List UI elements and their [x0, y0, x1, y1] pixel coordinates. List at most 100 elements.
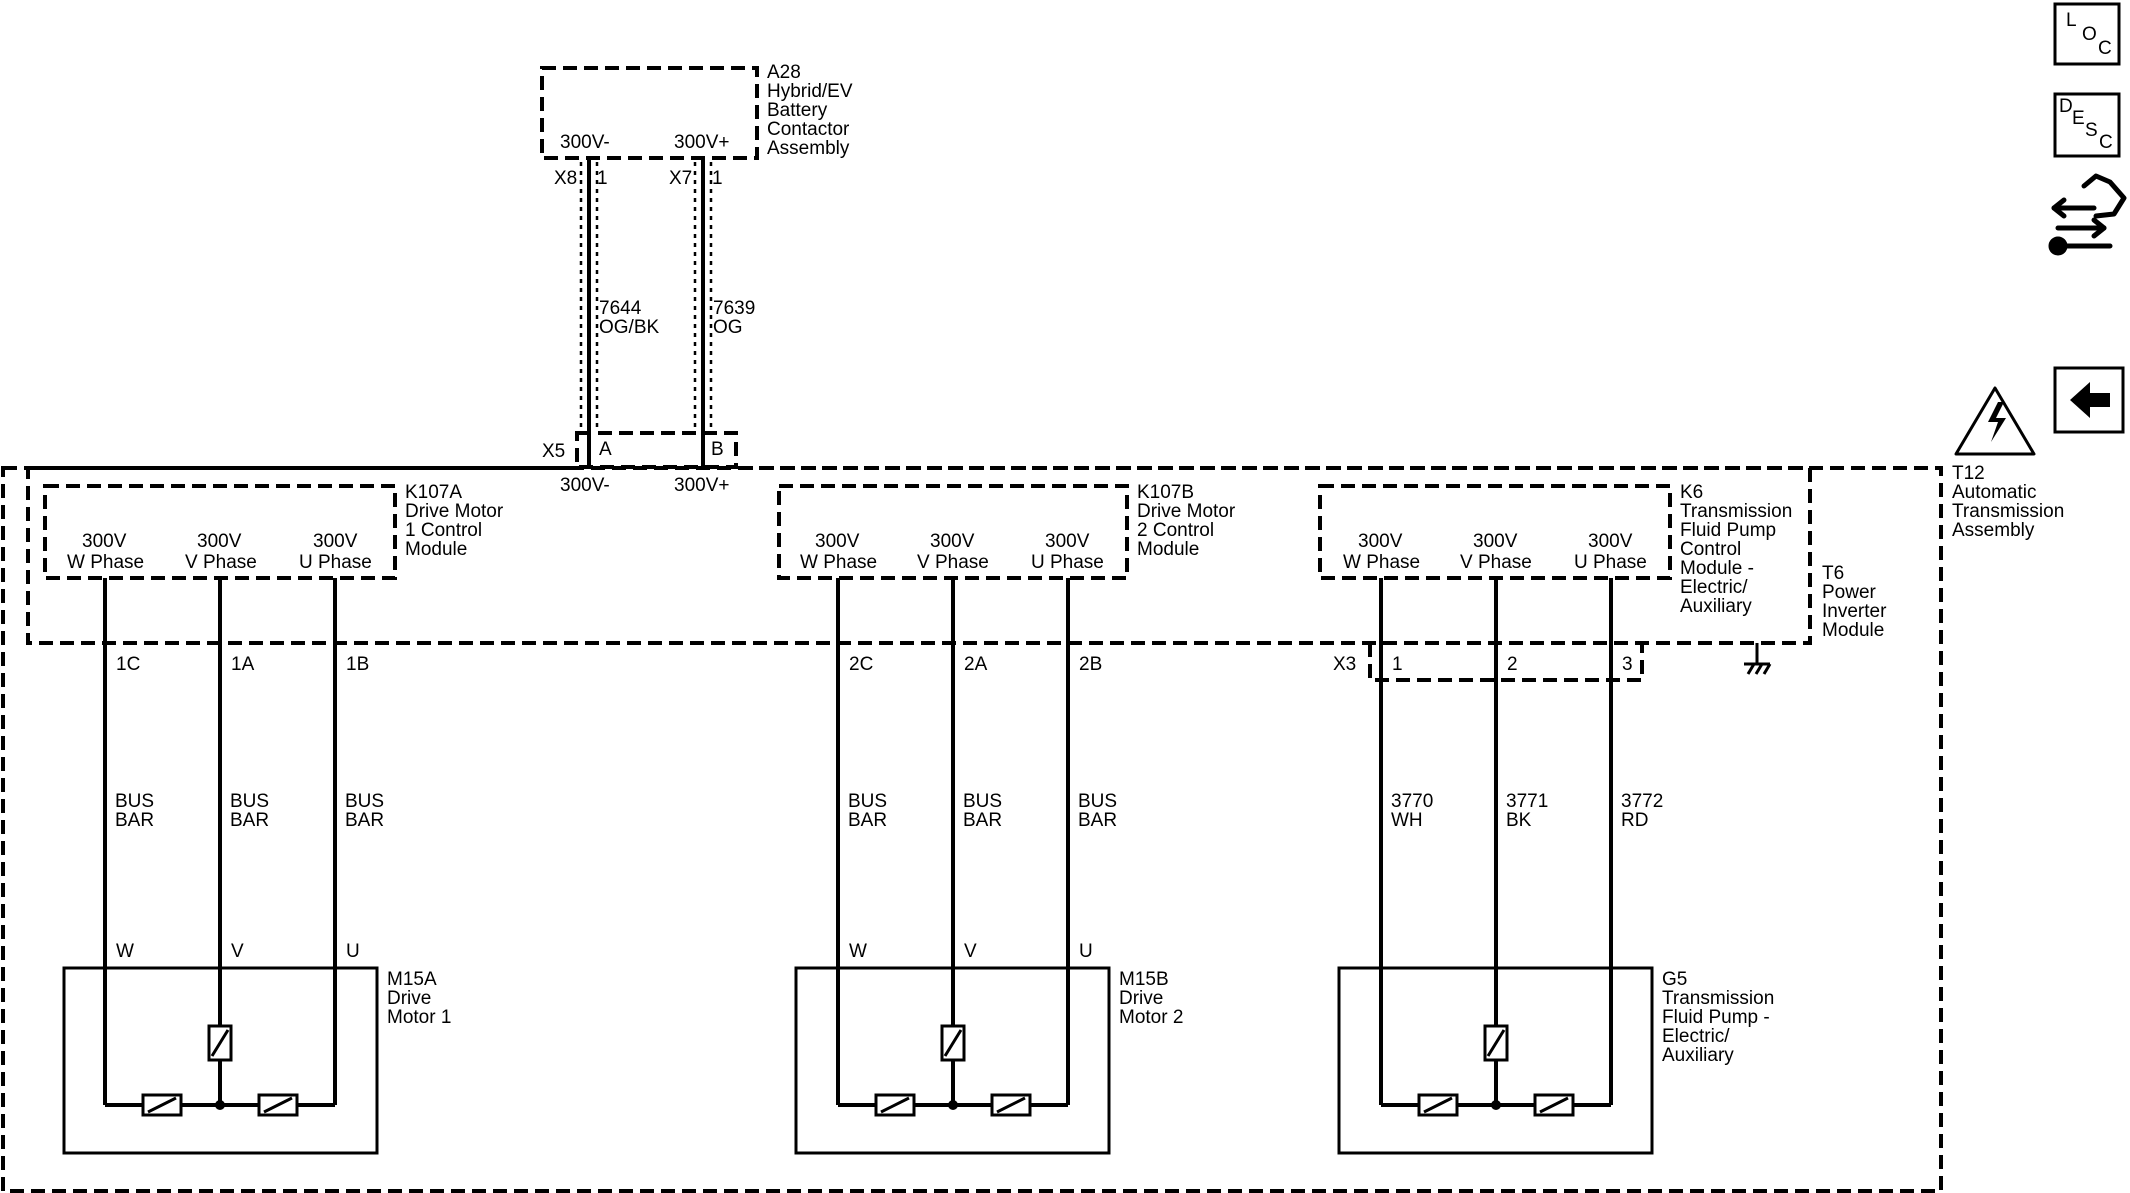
connector-x5: X5	[542, 441, 565, 462]
connector-x3: X3	[1333, 654, 1356, 675]
k6-v-voltage: 300V	[1473, 531, 1518, 552]
connector-x8-pin: 1	[597, 168, 608, 189]
svg-text:BUS: BUS	[345, 791, 384, 812]
svg-text:BK: BK	[1506, 810, 1532, 831]
power-inverter-module-box	[26, 466, 1812, 645]
k107a-v-voltage: 300V	[197, 531, 242, 552]
x3-pin-3: 3	[1622, 654, 1633, 675]
back-arrow-button[interactable]	[2053, 366, 2125, 434]
svg-text:3770: 3770	[1391, 791, 1433, 812]
loc-letter-l: L	[2066, 10, 2077, 31]
desc-letter-s: S	[2085, 120, 2098, 141]
k107b-u-phase: U Phase	[1031, 552, 1104, 573]
ground-symbol	[1744, 643, 1772, 675]
svg-text:3771: 3771	[1506, 791, 1548, 812]
connector-x3-box	[1368, 643, 1644, 682]
connector-x5-box	[575, 431, 738, 469]
svg-text:Module -: Module -	[1680, 558, 1754, 579]
k6-w-voltage: 300V	[1358, 531, 1403, 552]
svg-text:BUS: BUS	[115, 791, 154, 812]
pin-2a: 2A	[964, 654, 988, 675]
svg-text:T12: T12	[1952, 463, 1985, 484]
svg-text:Fluid Pump: Fluid Pump	[1680, 520, 1776, 541]
k107a-w-phase: W Phase	[67, 552, 144, 573]
svg-text:Module: Module	[1137, 539, 1199, 560]
svg-text:2 Control: 2 Control	[1137, 520, 1214, 541]
k6-w-phase: W Phase	[1343, 552, 1420, 573]
high-voltage-warning-icon	[1954, 386, 2036, 456]
transmission-assembly-label: T12 Automatic Transmission Assembly	[1952, 463, 2064, 541]
drive-motor-1-label: M15A Drive Motor 1	[387, 969, 451, 1028]
svg-text:Automatic: Automatic	[1952, 482, 2036, 503]
k107b-u-voltage: 300V	[1045, 531, 1090, 552]
svg-text:BUS: BUS	[848, 791, 887, 812]
inverter-pos-terminal: 300V+	[674, 475, 729, 496]
svg-text:Assembly: Assembly	[767, 138, 850, 159]
svg-text:Assembly: Assembly	[1952, 520, 2035, 541]
drive-motor-2-wires	[836, 578, 1070, 1105]
svg-text:RD: RD	[1621, 810, 1648, 831]
svg-text:BAR: BAR	[230, 810, 269, 831]
pin-1c: 1C	[116, 654, 140, 675]
svg-text:Electric/: Electric/	[1662, 1026, 1730, 1047]
loc-button[interactable]: L O C	[2053, 2, 2121, 66]
k107a-u-phase: U Phase	[299, 552, 372, 573]
back-arrow-icon	[2070, 382, 2110, 418]
k6-u-voltage: 300V	[1588, 531, 1633, 552]
svg-text:Power: Power	[1822, 582, 1877, 603]
k107b-v-phase: V Phase	[917, 552, 989, 573]
svg-text:Module: Module	[1822, 620, 1884, 641]
loc-letter-o: O	[2082, 24, 2097, 45]
connector-x5-pin-a: A	[599, 439, 612, 460]
hv-neg-wire-number: 7644	[599, 298, 642, 319]
svg-text:BAR: BAR	[115, 810, 154, 831]
svg-text:K107A: K107A	[405, 482, 462, 503]
drive-motor-2-label: M15B Drive Motor 2	[1119, 969, 1183, 1028]
k6-v-phase: V Phase	[1460, 552, 1532, 573]
drive-motor-1-box	[62, 966, 379, 1155]
connector-tool-icon[interactable]	[2048, 173, 2127, 256]
battery-contactor-box	[540, 66, 759, 160]
svg-text:3772: 3772	[1621, 791, 1663, 812]
x3-pin-2: 2	[1507, 654, 1518, 675]
drive-motor-2-windings	[838, 1024, 1068, 1117]
connector-x8: X8	[554, 168, 577, 189]
desc-button[interactable]: D E S C	[2053, 92, 2121, 158]
m15a-pin-w: W	[116, 941, 134, 962]
bus-bar-labels: BUS BAR BUS BAR BUS BAR BUS BAR BUS BAR …	[115, 791, 1117, 831]
svg-text:BUS: BUS	[230, 791, 269, 812]
svg-text:Contactor: Contactor	[767, 119, 850, 140]
svg-text:Transmission: Transmission	[1662, 988, 1774, 1009]
fluid-pump-box	[1337, 966, 1654, 1155]
svg-text:BAR: BAR	[963, 810, 1002, 831]
pin-1b: 1B	[346, 654, 369, 675]
svg-text:Fluid Pump -: Fluid Pump -	[1662, 1007, 1770, 1028]
hv-pos-wire-color: OG	[713, 317, 743, 338]
connector-x7: X7	[669, 168, 692, 189]
drive-motor-2-box	[794, 966, 1111, 1155]
k107a-u-voltage: 300V	[313, 531, 358, 552]
k107a-v-phase: V Phase	[185, 552, 257, 573]
m15b-pin-v: V	[964, 941, 977, 962]
k107b-w-phase: W Phase	[800, 552, 877, 573]
k107b-v-voltage: 300V	[930, 531, 975, 552]
svg-text:G5: G5	[1662, 969, 1687, 990]
svg-text:Drive Motor: Drive Motor	[405, 501, 504, 522]
svg-text:Module: Module	[405, 539, 467, 560]
drive-motor-1-wires	[103, 578, 337, 1105]
x3-pin-1: 1	[1392, 654, 1403, 675]
drive-motor-1-windings	[105, 1024, 335, 1117]
svg-text:BUS: BUS	[963, 791, 1002, 812]
loc-letter-c: C	[2098, 38, 2112, 59]
pin-1a: 1A	[231, 654, 255, 675]
svg-text:BAR: BAR	[848, 810, 887, 831]
svg-text:M15A: M15A	[387, 969, 437, 990]
svg-text:K6: K6	[1680, 482, 1703, 503]
desc-letter-e: E	[2072, 108, 2085, 129]
svg-text:1 Control: 1 Control	[405, 520, 482, 541]
svg-text:Electric/: Electric/	[1680, 577, 1748, 598]
connector-x5-pin-b: B	[711, 439, 724, 460]
fluid-pump-windings	[1381, 1024, 1611, 1117]
svg-text:Motor 1: Motor 1	[387, 1007, 451, 1028]
